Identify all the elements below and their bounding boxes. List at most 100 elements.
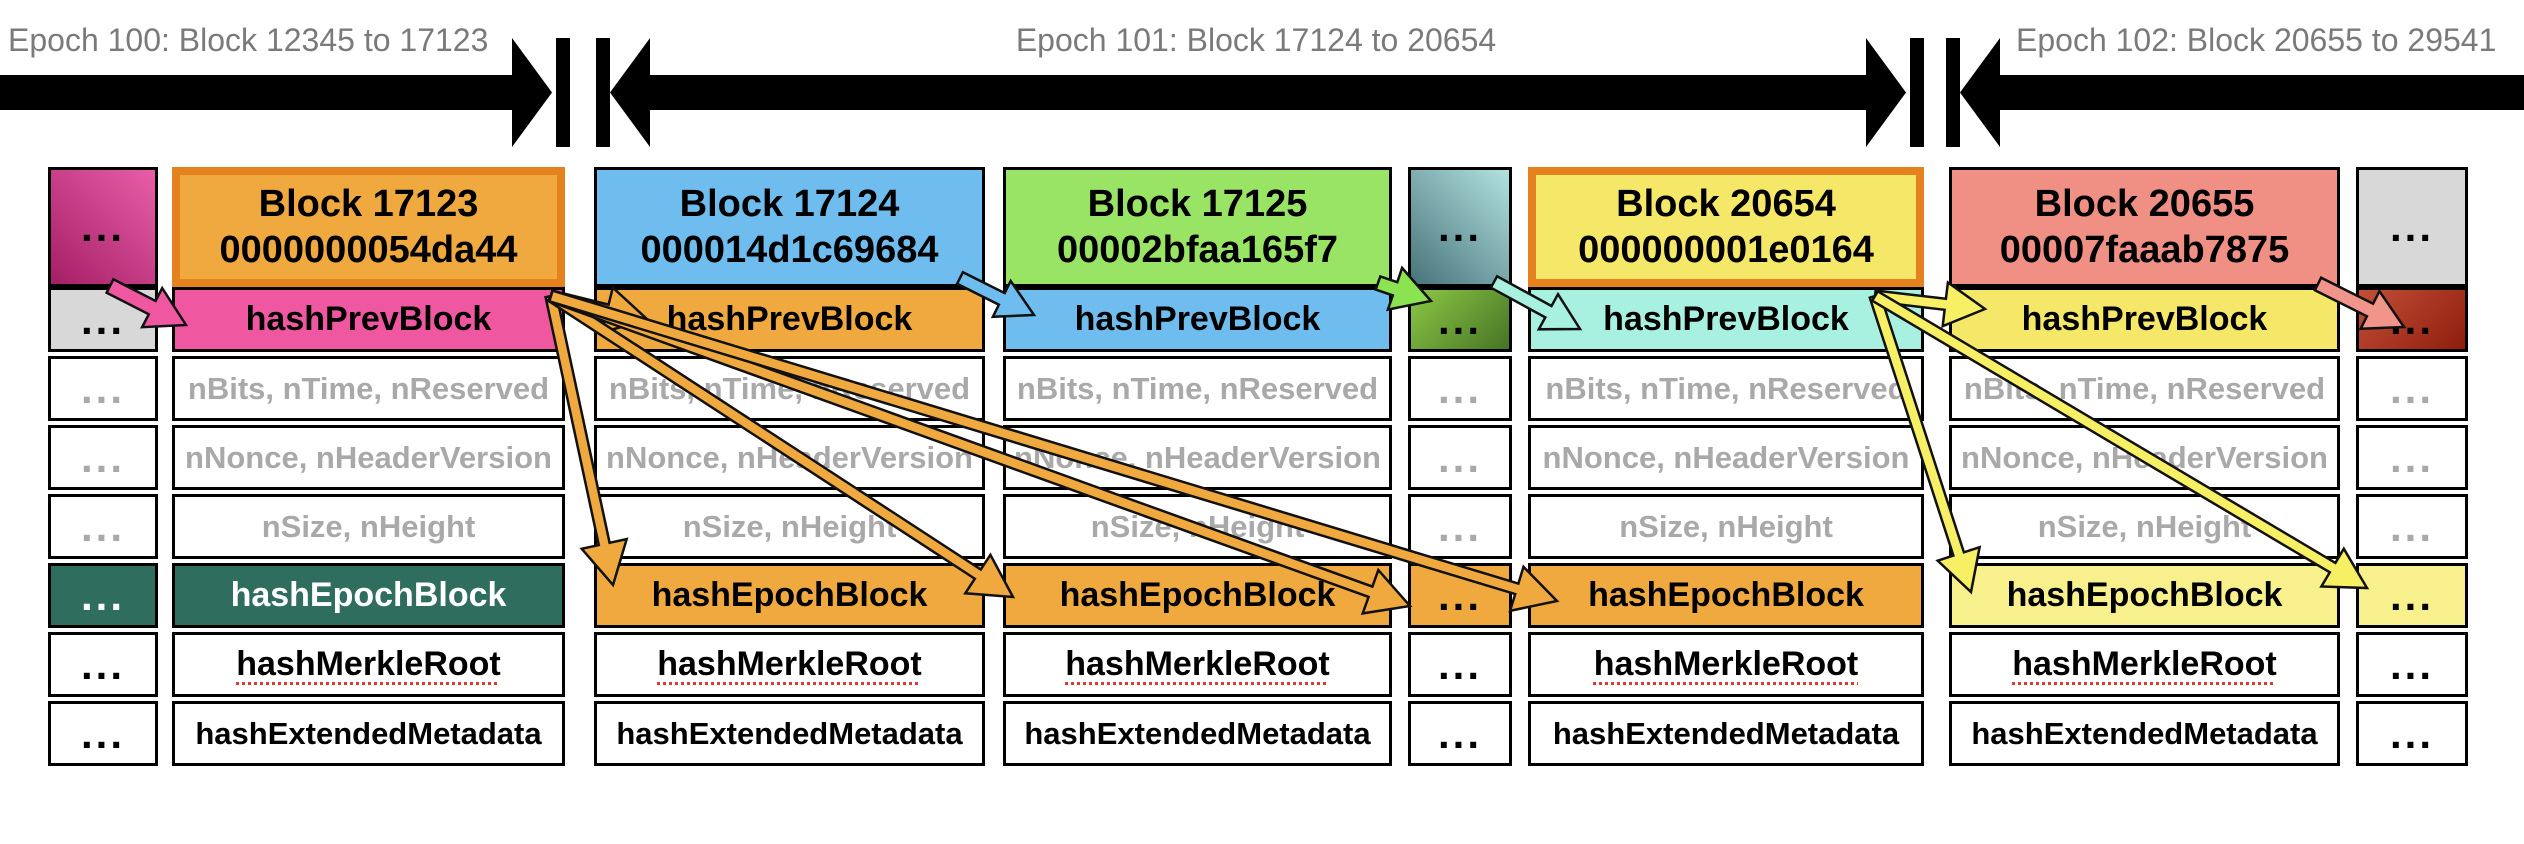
block-20655-row-nnonce-nheaderversion: nNonce, nHeaderVersion [1949,425,2340,490]
ellipsis-column-right-cell-3: ... [2356,425,2468,490]
block-20655-row-nbits-ntime-nreserved: nBits, nTime, nReserved [1949,356,2340,421]
ellipsis-column-right-cell-6: ... [2356,632,2468,697]
ellipsis-column-middle-cell-4-ellipsis: ... [1437,502,1482,550]
epoch-102-label: Epoch 102: Block 20655 to 29541 [2016,22,2497,58]
block-17125-row-nsize-nheight-label: nSize, nHeight [1090,508,1305,544]
ellipsis-column-middle-cell-1-ellipsis: ... [1437,295,1482,343]
ellipsis-column-right-cell-0-ellipsis: ... [2389,203,2434,251]
ellipsis-column-middle-cell-6: ... [1408,632,1512,697]
block-17124-row-hashextendedmetadata: hashExtendedMetadata [594,701,985,766]
block-17124-row-hashprevblock-label: hashPrevBlock [666,300,913,338]
epoch-100-arrowhead [512,38,552,147]
block-20654-row-hashepochblock: hashEpochBlock [1528,563,1924,628]
ellipsis-column-left-cell-6: ... [48,632,158,697]
ellipsis-column-left: ........................ [48,167,158,766]
block-17123-title: Block 17123 [258,182,479,225]
block-17125-row-nnonce-nheaderversion: nNonce, nHeaderVersion [1003,425,1392,490]
ellipsis-column-right-cell-2-ellipsis: ... [2389,364,2434,412]
block-17124-row-hashepochblock: hashEpochBlock [594,563,985,628]
block-20654-row-nsize-nheight-label: nSize, nHeight [1619,508,1833,544]
block-20655-title: Block 20655 [2034,182,2255,225]
ellipsis-column-middle-cell-5-ellipsis: ... [1437,571,1482,619]
ellipsis-column-left-cell-0-ellipsis: ... [80,203,125,251]
block-20654-row-hashextendedmetadata-label: hashExtendedMetadata [1552,715,1900,751]
block-20655-row-hashprevblock-label: hashPrevBlock [2021,300,2268,338]
block-17124-hash: 000014d1c69684 [640,229,939,271]
block-20655-row-nnonce-nheaderversion-label: nNonce, nHeaderVersion [1961,439,2328,475]
ellipsis-column-middle-cell-3: ... [1408,425,1512,490]
ellipsis-column-left-cell-4: ... [48,494,158,559]
epoch-102-left-arrowhead [1960,38,2000,147]
ellipsis-column-right-cell-4-ellipsis: ... [2389,502,2434,550]
block-17125-row-hashprevblock: hashPrevBlock [1003,287,1392,352]
ellipsis-column-middle-cell-6-ellipsis: ... [1437,640,1482,688]
ellipsis-column-left-cell-3-ellipsis: ... [80,433,125,481]
epoch-100-timeline-bar [0,75,512,110]
block-20654-row-hashprevblock: hashPrevBlock [1528,287,1924,352]
block-17125-row-nnonce-nheaderversion-label: nNonce, nHeaderVersion [1014,439,1381,475]
block-20655-row-nbits-ntime-nreserved-label: nBits, nTime, nReserved [1963,370,2326,406]
ellipsis-column-right-cell-3-ellipsis: ... [2389,433,2434,481]
block-17123-row-hashprevblock: hashPrevBlock [172,287,565,352]
block-20654-hash: 000000001e0164 [1578,229,1874,271]
block-17125-row-hashepochblock-label: hashEpochBlock [1059,576,1336,614]
epoch-boundary-bar-2b [1946,38,1960,147]
block-17124-row-nsize-nheight-label: nSize, nHeight [682,508,897,544]
ellipsis-column-left-cell-1: ... [48,287,158,352]
ellipsis-column-middle-cell-4: ... [1408,494,1512,559]
block-17123-hash: 0000000054da44 [219,229,518,271]
ellipsis-column-middle-cell-7: ... [1408,701,1512,766]
block-17124-row-nbits-ntime-nreserved: nBits, nTime, nReserved [594,356,985,421]
ellipsis-column-right-cell-1: ... [2356,287,2468,352]
block-17125-row-hashepochblock: hashEpochBlock [1003,563,1392,628]
block-17123-row-hashmerkleroot-label: hashMerkleRoot [236,645,501,683]
block-17125-row-hashmerkleroot: hashMerkleRoot [1003,632,1392,697]
ellipsis-column-middle-cell-7-ellipsis: ... [1437,709,1482,757]
block-20655-row-hashextendedmetadata: hashExtendedMetadata [1949,701,2340,766]
epoch-100-label: Epoch 100: Block 12345 to 17123 [8,22,489,58]
epoch-101-label: Epoch 101: Block 17124 to 20654 [1015,22,1497,58]
block-17125-row-hashextendedmetadata: hashExtendedMetadata [1003,701,1392,766]
block-17125-row-hashmerkleroot-label: hashMerkleRoot [1065,645,1330,683]
block-20655-row-hashmerkleroot: hashMerkleRoot [1949,632,2340,697]
block-20655-row-hashepochblock: hashEpochBlock [1949,563,2340,628]
ellipsis-column-right-cell-0: ... [2356,167,2468,287]
block-17123-row-hashextendedmetadata-label: hashExtendedMetadata [195,715,542,751]
block-17123-row-nsize-nheight-label: nSize, nHeight [261,508,476,544]
ellipsis-column-left-cell-7: ... [48,701,158,766]
block-17124-title: Block 17124 [679,182,900,225]
block-17124-row-hashprevblock: hashPrevBlock [594,287,985,352]
block-17124-row-nnonce-nheaderversion-label: nNonce, nHeaderVersion [606,439,973,475]
block-20655-hash: 00007faaab7875 [1999,229,2290,271]
ellipsis-column-middle: ........................ [1408,167,1512,766]
ellipsis-column-left-cell-1-ellipsis: ... [80,295,125,343]
block-17123-row-hashepochblock-label: hashEpochBlock [230,576,507,614]
epoch-boundary-bar-1b [596,38,610,147]
epoch-101-timeline-bar [650,75,1866,110]
ellipsis-column-middle-cell-0-ellipsis: ... [1437,203,1482,251]
ellipsis-column-right-cell-5: ... [2356,563,2468,628]
block-20654-row-hashextendedmetadata: hashExtendedMetadata [1528,701,1924,766]
block-17123-row-hashprevblock-label: hashPrevBlock [245,300,492,338]
epoch-boundary-bar-1a [556,38,570,147]
block-17124-row-nbits-ntime-nreserved-label: nBits, nTime, nReserved [608,370,971,406]
ellipsis-column-left-cell-2: ... [48,356,158,421]
ellipsis-column-right-cell-7-ellipsis: ... [2389,709,2434,757]
block-17124-row-hashextendedmetadata-label: hashExtendedMetadata [616,715,963,751]
block-17124-row-hashmerkleroot-label: hashMerkleRoot [657,645,922,683]
block-20654-row-hashprevblock-label: hashPrevBlock [1603,300,1849,338]
ellipsis-column-right-cell-2: ... [2356,356,2468,421]
block-17124-row-nsize-nheight: nSize, nHeight [594,494,985,559]
block-20654-title: Block 20654 [1616,182,1836,225]
ellipsis-column-right-cell-4: ... [2356,494,2468,559]
block-20654-row-nbits-ntime-nreserved-label: nBits, nTime, nReserved [1545,370,1907,406]
